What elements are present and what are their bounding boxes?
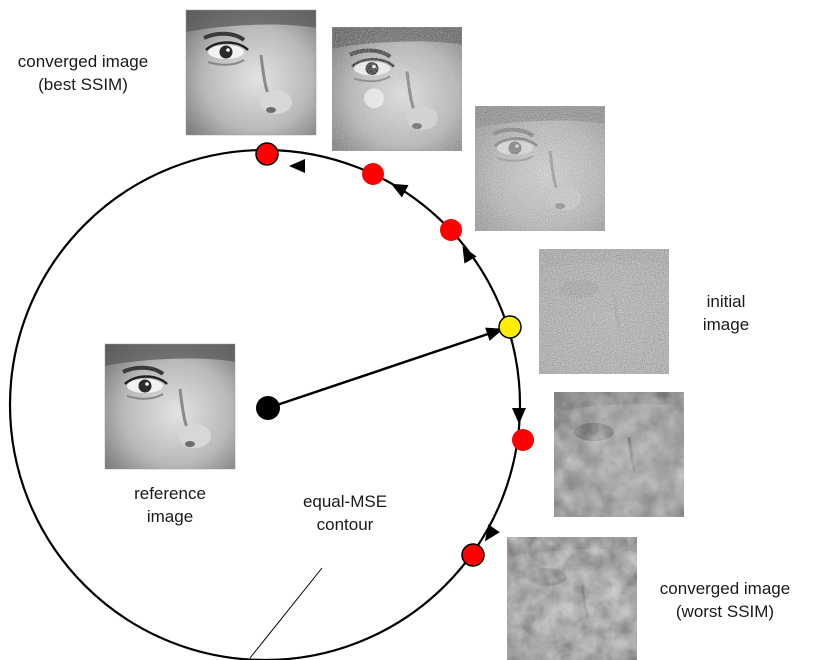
best-trajectory-point-2 bbox=[362, 163, 384, 185]
converged-best-label: converged image (best SSIM) bbox=[8, 50, 158, 96]
converged-best-label-line1: converged image bbox=[8, 50, 158, 73]
thumb-worst-iter-1 bbox=[554, 392, 684, 517]
reference-point bbox=[256, 396, 280, 420]
arrowhead-icon bbox=[388, 178, 409, 198]
arrowhead-icon bbox=[456, 243, 476, 264]
contour-label-pointer bbox=[250, 568, 322, 658]
converged-worst-label-line2: (worst SSIM) bbox=[645, 600, 805, 623]
thumb-best-iter-1 bbox=[475, 106, 605, 231]
thumb-converged-best bbox=[186, 10, 316, 135]
worst-trajectory-point-1 bbox=[512, 429, 534, 451]
reference-image-label: reference image bbox=[110, 482, 230, 528]
converged-worst-label: converged image (worst SSIM) bbox=[645, 577, 805, 623]
thumb-initial bbox=[539, 249, 669, 374]
reference-to-initial-arrow bbox=[268, 334, 488, 408]
equal-mse-contour-label: equal-MSE contour bbox=[290, 490, 400, 536]
thumb-best-iter-2 bbox=[332, 27, 462, 151]
arrowhead-icon bbox=[479, 524, 500, 545]
converged-best-point bbox=[256, 143, 278, 165]
reference-image-label-line2: image bbox=[110, 505, 230, 528]
initial-image-label-line1: initial bbox=[686, 290, 766, 313]
reference-image-label-line1: reference bbox=[110, 482, 230, 505]
equal-mse-contour-label-line2: contour bbox=[290, 513, 400, 536]
arrowhead-icon bbox=[289, 159, 305, 173]
arrowhead-icon bbox=[512, 408, 526, 424]
initial-image-label: initial image bbox=[686, 290, 766, 336]
converged-best-label-line2: (best SSIM) bbox=[8, 73, 158, 96]
initial-image-label-line2: image bbox=[686, 313, 766, 336]
thumb-reference bbox=[105, 344, 235, 469]
thumb-converged-worst bbox=[507, 537, 637, 660]
converged-worst-label-line1: converged image bbox=[645, 577, 805, 600]
initial-point bbox=[499, 316, 521, 338]
best-trajectory-point-1 bbox=[440, 219, 462, 241]
converged-worst-point bbox=[462, 544, 484, 566]
equal-mse-contour-label-line1: equal-MSE bbox=[290, 490, 400, 513]
